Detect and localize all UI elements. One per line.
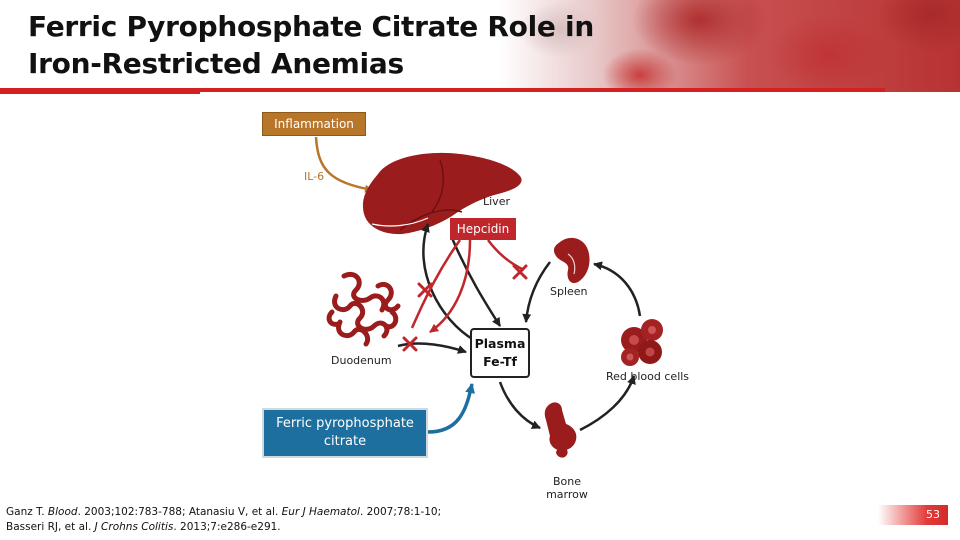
ferric-pyrophosphate-citrate-box: Ferric pyrophosphate citrate (262, 408, 428, 458)
citation-part: Ganz T. (6, 506, 48, 518)
header-background (0, 0, 960, 92)
fe-tf-label: Fe-Tf (483, 354, 517, 369)
il6-arrow (314, 136, 373, 193)
plasma-to-bone-arrow (498, 381, 541, 430)
red-blood-cells-label: Red blood cells (606, 370, 690, 383)
liver-icon (362, 152, 522, 235)
spleen-to-plasma-arrow (522, 261, 551, 323)
marrow-label: marrow (546, 488, 588, 501)
hepcidin-label: Hepcidin (456, 222, 510, 236)
spleen-label: Spleen (550, 285, 588, 298)
citation-journal: Eur J Haematol (281, 506, 360, 518)
block-x-spleen (512, 264, 528, 280)
block-x-duodenum (402, 336, 418, 352)
citation-journal: Blood (47, 506, 78, 518)
rbc-to-spleen-arrow (593, 261, 642, 317)
inflammation-box: Inflammation (262, 112, 366, 136)
citation-part: . 2003;102:783-788; Atanasiu V, et al. (77, 506, 282, 518)
citation-text: Ganz T. Blood. 2003;102:783-788; Atanasi… (6, 505, 441, 535)
header-divider (0, 88, 885, 92)
bone-marrow-label: Bone marrow (540, 475, 594, 501)
hepcidin-to-plasma-arrow (429, 239, 472, 334)
title-line-1: Ferric Pyrophosphate Citrate Role in (28, 10, 594, 43)
hepcidin-box: Hepcidin (450, 218, 516, 240)
fpc-label-line-1: Ferric pyrophosphate (276, 416, 414, 431)
duodenum-to-plasma-arrow (397, 342, 467, 354)
hepcidin-to-spleen-arrow (487, 239, 525, 272)
red-blood-cells-icon (621, 319, 663, 366)
inflammation-label: Inflammation (274, 117, 354, 131)
plasma-fe-tf-box: Plasma Fe-Tf (470, 328, 530, 378)
liver-to-plasma-arrow (450, 237, 502, 327)
plasma-label: Plasma (474, 336, 526, 351)
fpc-label-line-2: citrate (323, 434, 367, 449)
bone-marrow-icon (544, 402, 577, 458)
citation-part: . 2013;7:e286-e291. (173, 521, 281, 533)
citation-journal: J Crohns Colitis (94, 521, 174, 533)
spleen-icon (553, 237, 590, 284)
citation-part: . 2007;78:1-10; (359, 506, 442, 518)
duodenum-icon (326, 272, 401, 347)
title-line-2: Iron-Restricted Anemias (28, 47, 404, 80)
bone-label: Bone (552, 475, 581, 488)
block-x-liver (417, 282, 433, 298)
citation-part: Basseri RJ, et al. (6, 521, 95, 533)
fpc-to-plasma-arrow (427, 383, 476, 434)
duodenum-label: Duodenum (331, 354, 392, 367)
hepcidin-to-duodenum-arrow (410, 239, 462, 329)
plasma-to-liver-arrow (421, 223, 475, 342)
il6-label: IL-6 (304, 170, 325, 183)
liver-label: Liver (483, 195, 510, 208)
page-number: 53 (926, 508, 940, 521)
header-divider-accent (0, 90, 200, 94)
slide-title: Ferric Pyrophosphate Citrate Role in Iro… (28, 8, 594, 82)
bone-to-rbc-arrow (579, 375, 636, 432)
page-number-badge: 53 (878, 505, 948, 525)
